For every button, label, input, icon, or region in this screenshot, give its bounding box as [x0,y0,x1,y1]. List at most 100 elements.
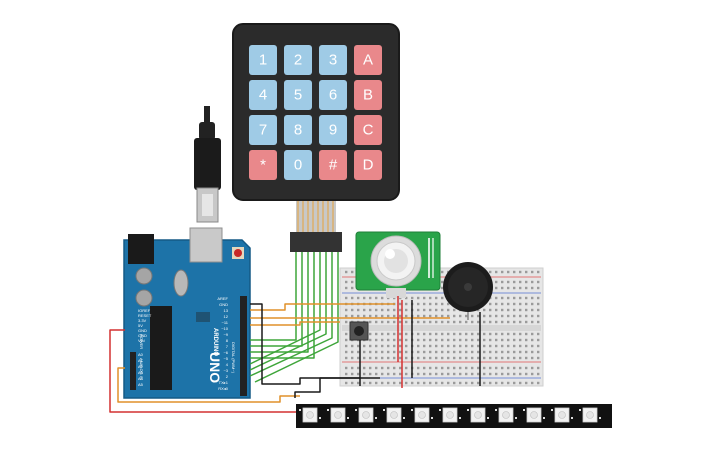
breadboard-hole [525,296,528,300]
breadboard-hole [357,344,360,348]
breadboard-hole [471,356,474,360]
breadboard-hole [531,308,534,312]
breadboard-hole [399,302,402,306]
breadboard-hole [351,350,354,354]
breadboard-hole [507,356,510,360]
breadboard-hole [381,366,384,370]
breadboard-hole [471,350,474,354]
breadboard-hole [363,372,366,376]
breadboard-hole [465,344,468,348]
keypad-key-14[interactable]: # [319,150,347,180]
breadboard-hole [453,356,456,360]
breadboard-hole [447,308,450,312]
keypad-key-3[interactable]: A [354,45,382,75]
analog-label: A5 [138,382,144,387]
breadboard-hole [537,314,540,318]
keypad-key-6[interactable]: 6 [319,80,347,110]
breadboard-hole [417,308,420,312]
keypad-key-9[interactable]: 8 [284,115,312,145]
breadboard-hole [501,338,504,342]
keypad-key-8[interactable]: 7 [249,115,277,145]
breadboard-hole [387,350,390,354]
breadboard-hole [495,372,498,376]
breadboard-hole [525,344,528,348]
keypad-key-5[interactable]: 5 [284,80,312,110]
breadboard-hole [369,381,372,385]
keypad-key-7[interactable]: B [354,80,382,110]
section-digital: DIGITAL (PWM~) [231,342,236,374]
breadboard-hole [387,332,390,336]
pin-label: AREF [217,296,228,301]
breadboard-hole [495,381,498,385]
breadboard-hole [507,344,510,348]
breadboard-hole [531,366,534,370]
keypad-key-1[interactable]: 2 [284,45,312,75]
usb-cable [194,106,221,223]
breadboard-hole [501,356,504,360]
breadboard-hole [465,381,468,385]
breadboard-hole [525,270,528,274]
breadboard-hole [393,350,396,354]
keypad-key-12[interactable]: * [249,150,277,180]
breadboard-hole [399,314,402,318]
breadboard-hole [363,366,366,370]
keypad-key-label: 3 [329,52,337,69]
breadboard-hole [399,320,402,324]
keypad-key-11[interactable]: C [354,115,382,145]
arduino-uno: ARDUINO UNO AREFGND1312~11~10~987~6~54~3… [123,227,251,399]
led-pixel-0 [299,407,321,423]
keypad-key-10[interactable]: 9 [319,115,347,145]
breadboard-hole [513,366,516,370]
pin-label: 13 [224,308,229,313]
breadboard-hole [363,350,366,354]
keypad-key-label: B [363,87,373,104]
usb-port [189,227,223,263]
keypad-key-2[interactable]: 3 [319,45,347,75]
breadboard-hole [429,296,432,300]
breadboard-hole [441,270,444,274]
breadboard-hole [441,320,444,324]
breadboard-hole [357,372,360,376]
keypad-key-4[interactable]: 4 [249,80,277,110]
breadboard-hole [357,356,360,360]
keypad-key-label: 7 [259,122,267,139]
breadboard-hole [477,356,480,360]
breadboard-hole [519,302,522,306]
keypad-key-label: * [260,157,266,174]
keypad-key-0[interactable]: 1 [249,45,277,75]
breadboard-hole [519,286,522,290]
analog-label: A3 [138,370,144,375]
breadboard-hole [399,350,402,354]
breadboard-hole [519,280,522,284]
breadboard-hole [429,338,432,342]
breadboard-hole [495,308,498,312]
pin-label: ~6 [223,350,228,355]
breadboard-hole [363,344,366,348]
keypad-key-label: 5 [294,87,302,104]
piezo-buzzer [443,262,493,320]
breadboard-hole [513,356,516,360]
breadboard-hole [507,308,510,312]
breadboard-hole [375,372,378,376]
breadboard-hole [351,344,354,348]
breadboard-hole [435,338,438,342]
breadboard-hole [429,350,432,354]
analog-label: A0 [138,352,144,357]
pin-label: 8 [226,338,229,343]
breadboard-hole [447,372,450,376]
breadboard-hole [519,372,522,376]
breadboard-hole [507,280,510,284]
breadboard-hole [507,338,510,342]
keypad-key-label: C [363,122,374,139]
breadboard-hole [399,338,402,342]
breadboard-hole [423,332,426,336]
breadboard-hole [429,344,432,348]
breadboard-hole [381,381,384,385]
breadboard-hole [513,270,516,274]
breadboard-hole [519,381,522,385]
keypad-key-15[interactable]: D [354,150,382,180]
keypad-key-13[interactable]: 0 [284,150,312,180]
breadboard-hole [441,302,444,306]
led-pixel-2 [355,407,377,423]
